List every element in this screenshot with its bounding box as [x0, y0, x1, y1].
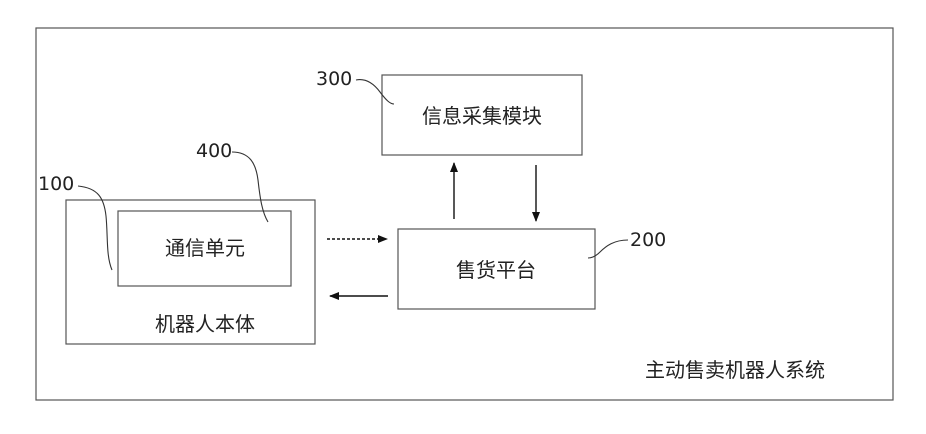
ref-300: 300 — [316, 68, 352, 90]
leader-line-300 — [356, 80, 394, 104]
leader-line-100 — [78, 186, 112, 270]
ref-200: 200 — [630, 229, 666, 251]
comm-unit-label: 通信单元 — [165, 236, 245, 260]
robot-body-label: 机器人本体 — [155, 312, 255, 336]
system-label: 主动售卖机器人系统 — [645, 358, 825, 382]
info-module-label: 信息采集模块 — [422, 104, 542, 128]
ref-400: 400 — [196, 140, 232, 162]
vending-platform-label: 售货平台 — [456, 258, 536, 282]
leader-line-200 — [588, 240, 628, 258]
ref-100: 100 — [38, 173, 74, 195]
